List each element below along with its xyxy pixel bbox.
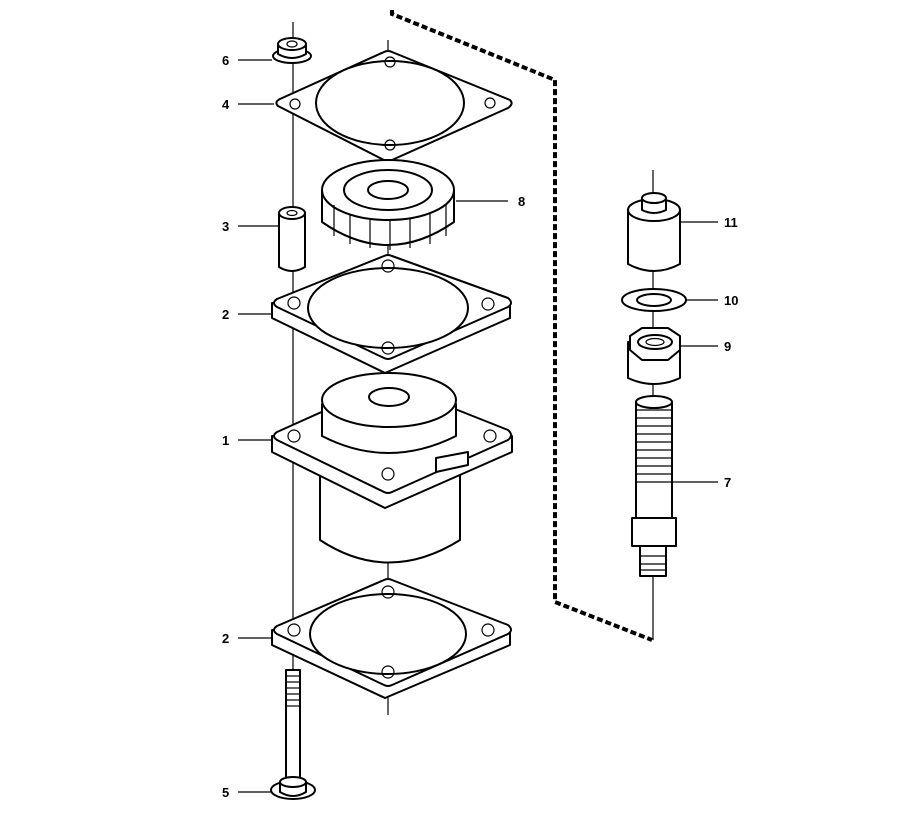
- part-4-top-plate: [275, 50, 513, 162]
- callout-1: 1: [222, 433, 229, 448]
- leader-lines: [238, 59, 718, 793]
- callout-4: 4: [222, 97, 230, 112]
- callout-6: 6: [222, 53, 229, 68]
- part-5-bolt: [270, 669, 316, 800]
- part-2-upper-flange-plate: [271, 254, 512, 374]
- callout-2-upper: 2: [222, 307, 229, 322]
- callout-2-lower: 2: [222, 631, 229, 646]
- part-2-lower-flange-plate: [271, 578, 512, 699]
- dashed-group-bracket: [390, 10, 653, 642]
- callout-3: 3: [222, 219, 229, 234]
- callout-10: 10: [724, 293, 738, 308]
- part-7-threaded-stud: [631, 395, 677, 577]
- callout-7: 7: [724, 475, 731, 490]
- part-1-mount-body: [271, 372, 513, 564]
- callout-8: 8: [518, 194, 525, 209]
- part-6-flange-nut: [272, 37, 312, 64]
- part-10-washer: [621, 288, 687, 312]
- part-8-toothed-ring: [321, 159, 455, 250]
- callout-5: 5: [222, 785, 229, 800]
- part-9-hex-nut: [627, 327, 681, 385]
- callout-9: 9: [724, 339, 731, 354]
- part-3-spacer-sleeve: [278, 206, 306, 272]
- part-11-cap-nut: [627, 192, 681, 272]
- callout-11: 11: [724, 215, 738, 230]
